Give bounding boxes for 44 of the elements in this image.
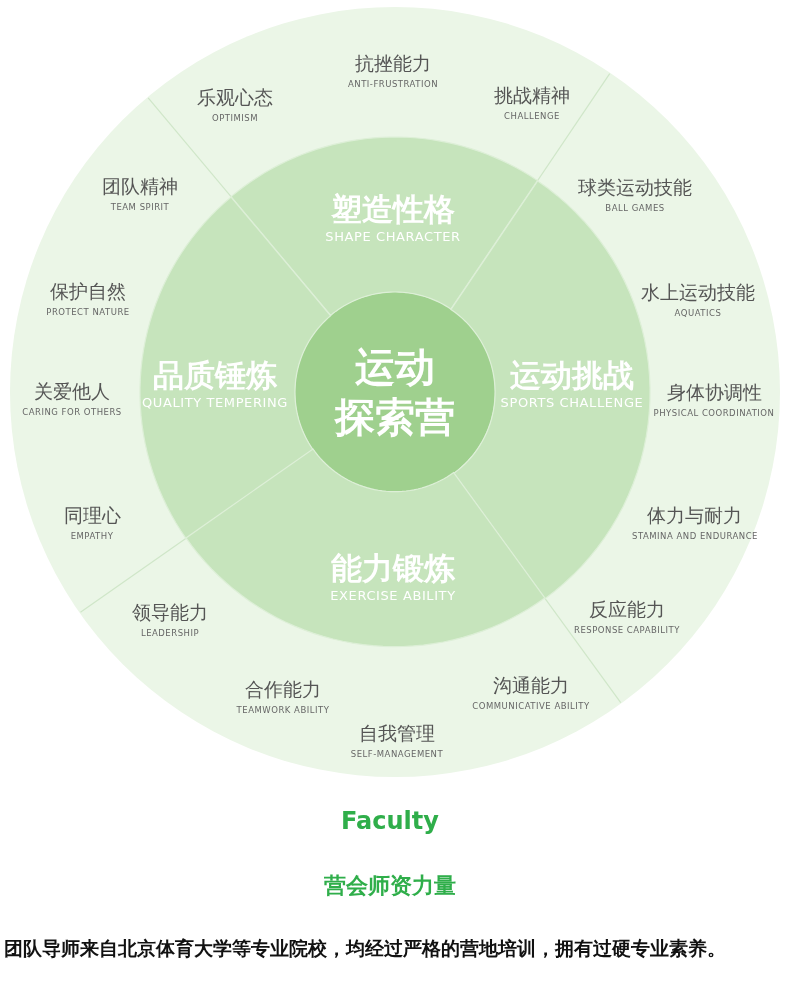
item-title: 水上运动技能	[641, 280, 755, 304]
item-subtitle: STAMINA AND ENDURANCE	[632, 530, 758, 543]
item-title: 保护自然	[49, 279, 127, 303]
item-title: 体力与耐力	[646, 503, 744, 527]
item-subtitle: ANTI-FRUSTRATION	[348, 78, 438, 91]
item-subtitle: RESPONSE CAPABILITY	[574, 624, 680, 637]
sector-subtitle: EXERCISE ABILITY	[330, 587, 456, 605]
item-subtitle: OPTIMISM	[210, 112, 260, 125]
item-title: 挑战精神	[494, 83, 570, 107]
item-subtitle: TEAMWORK ABILITY	[236, 704, 330, 717]
item-subtitle: CHALLENGE	[503, 110, 561, 123]
item-subtitle: COMMUNICATIVE ABILITY	[472, 700, 590, 713]
sector-title: 塑造性格	[330, 190, 456, 228]
item-subtitle: PHYSICAL COORDINATION	[653, 407, 775, 420]
item-subtitle: TEAM SPIRIT	[109, 201, 171, 214]
item-title: 合作能力	[244, 677, 322, 701]
item-title: 团队精神	[102, 174, 178, 198]
item-subtitle: BALL GAMES	[604, 202, 666, 215]
sector-title: 能力锻炼	[330, 549, 456, 587]
item-subtitle: PROTECT NATURE	[46, 306, 130, 319]
item-title: 领导能力	[132, 600, 208, 624]
item-subtitle: CARING FOR OTHERS	[22, 406, 122, 419]
center-title: 运动探索营	[335, 343, 455, 442]
sector-subtitle: QUALITY TEMPERING	[141, 394, 288, 412]
sector-title: 品质锤炼	[152, 356, 278, 394]
item-title: 身体协调性	[665, 380, 763, 404]
section-heading: Faculty	[340, 806, 440, 837]
sector-title: 运动挑战	[509, 356, 635, 394]
item-title: 乐观心态	[197, 85, 273, 109]
item-subtitle: AQUATICS	[673, 307, 723, 320]
sector-subtitle: SPORTS CHALLENGE	[500, 394, 644, 412]
item-subtitle: EMPATHY	[69, 530, 115, 543]
item-title: 关爱他人	[33, 379, 111, 403]
item-subtitle: LEADERSHIP	[139, 627, 201, 640]
section-subheading: 营会师资力量	[323, 872, 457, 900]
item-subtitle: SELF-MANAGEMENT	[350, 748, 444, 761]
item-title: 沟通能力	[492, 673, 570, 697]
item-title: 自我管理	[358, 721, 436, 745]
item-title: 反应能力	[588, 597, 666, 621]
item-title: 同理心	[63, 503, 121, 527]
item-title: 球类运动技能	[578, 175, 692, 199]
item-title: 抗挫能力	[354, 51, 432, 75]
sector-subtitle: SHAPE CHARACTER	[325, 228, 461, 246]
description-paragraph: 团队导师来自北京体育大学等专业院校，均经过严格的营地培训，拥有过硬专业素养。	[4, 936, 727, 961]
